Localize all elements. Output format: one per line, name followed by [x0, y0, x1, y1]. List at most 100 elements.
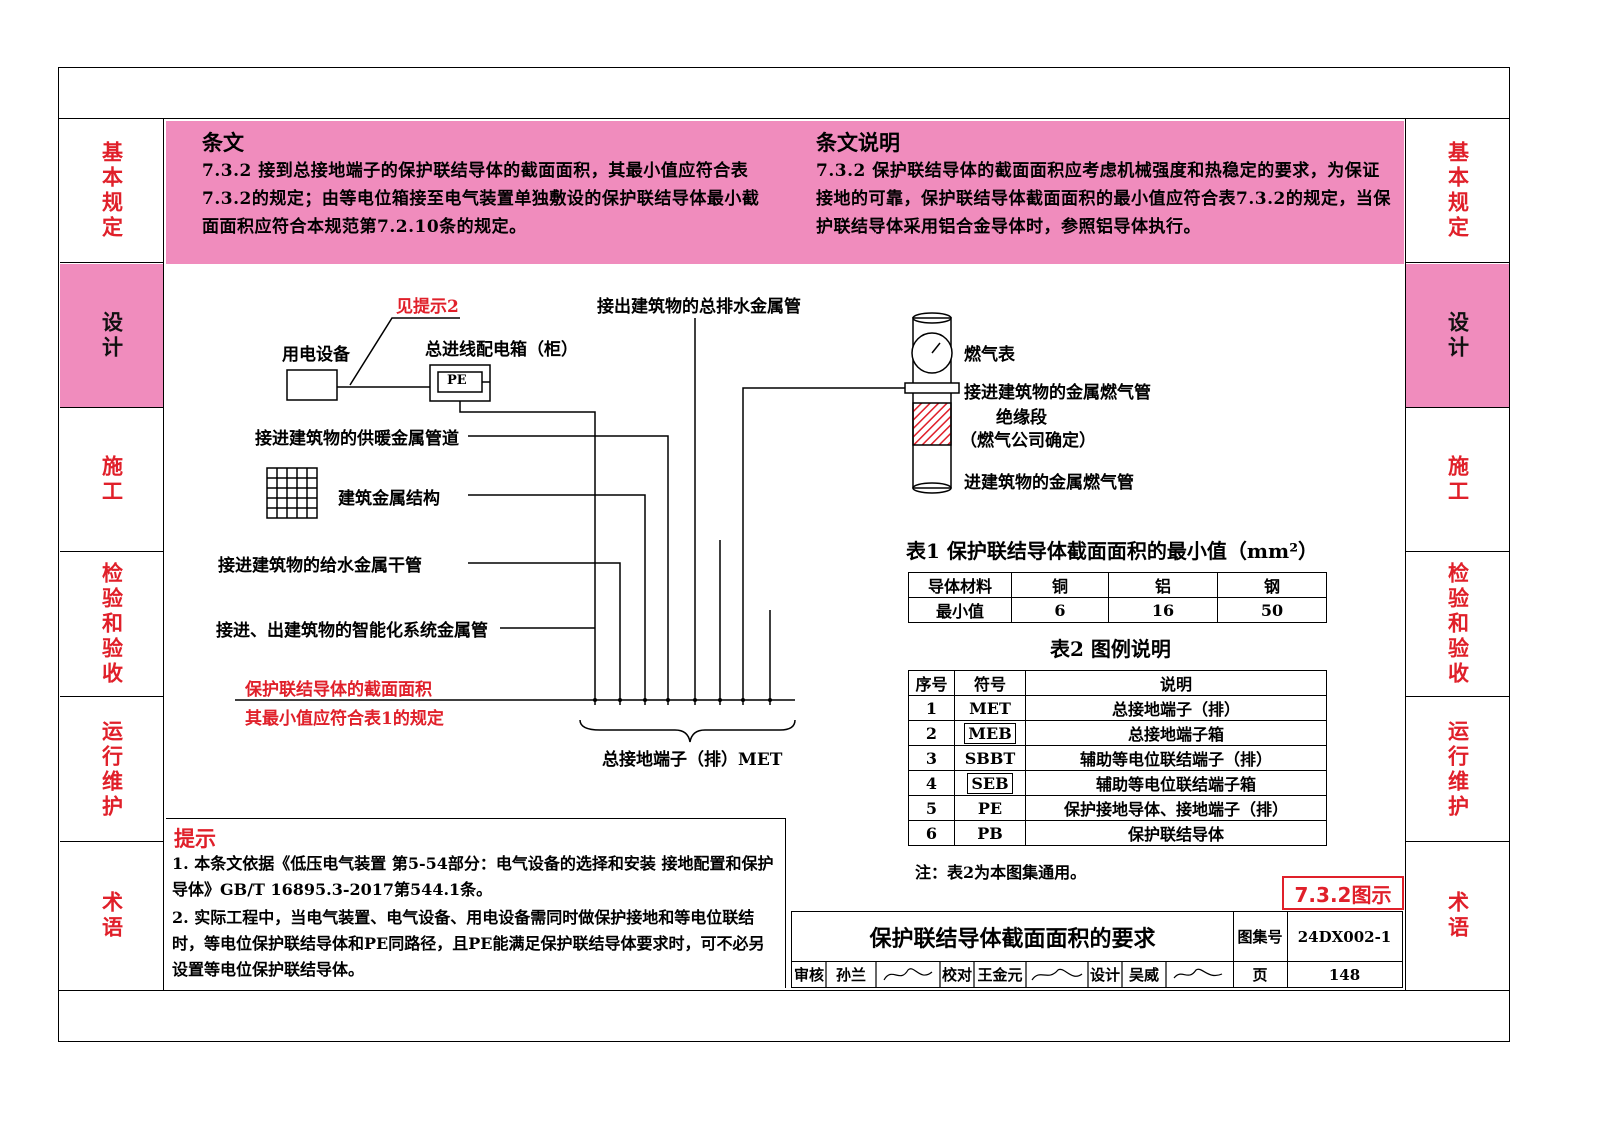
insulation-label: 绝缘段 [996, 408, 1047, 428]
met-label: 总接地端子（排）MET [602, 750, 783, 770]
atlas-number: 24DX002-1 [1297, 927, 1392, 946]
drawing-title: 保护联结导体截面面积的要求 [869, 925, 1156, 952]
tab-basic-rules-left[interactable]: 基本规定 [60, 120, 163, 263]
pe-label: PE [447, 373, 467, 388]
clause-text: 7.3.2 接到总接地端子的保护联结导体的截面面积，其最小值应符合表7.3.2的… [202, 161, 760, 237]
water-pipe-conductor [468, 562, 621, 705]
table1-cell: 6 [1011, 597, 1109, 623]
table2-header-cell: 符号 [954, 670, 1026, 696]
tab-construction-left[interactable]: 施工 [60, 409, 163, 552]
tab-basic-rules-right[interactable]: 基本规定 [1406, 120, 1509, 263]
red-note-1: 保护联结导体的截面面积 [245, 680, 432, 700]
left-rule [163, 118, 164, 991]
atlas-label: 图集号 [1237, 928, 1283, 946]
table1: 导体材料 铜 铝 钢 最小值 6 16 50 [908, 572, 1327, 623]
red-note-2: 其最小值应符合表1的规定 [245, 709, 444, 729]
table1-cell: 16 [1108, 597, 1218, 623]
right-rule [1405, 118, 1406, 991]
structure-conductor [468, 494, 646, 705]
design-label: 设计 [1089, 966, 1120, 984]
tab-design-right[interactable]: 设计 [1406, 264, 1509, 408]
tips-box: 提示 1. 本条文依据《低压电气装置 第5-54部分：电气设备的选择和安装 接地… [166, 818, 786, 988]
table2-row: 6 PB 保护联结导体 [908, 820, 1327, 846]
page-number: 148 [1328, 965, 1361, 984]
table2-row: 1 MET 总接地端子（排） [908, 695, 1327, 721]
page-label: 页 [1252, 966, 1268, 984]
checker-name: 王金元 [977, 966, 1023, 984]
gas-pipe-in-label: 接进建筑物的金属燃气管 [964, 383, 1151, 403]
reviewer-name: 孙兰 [835, 966, 866, 984]
table2-row: 5 PE 保护接地导体、接地端子（排） [908, 795, 1327, 821]
insulation-note: （燃气公司确定） [960, 431, 1096, 451]
equipment-label: 用电设备 [282, 345, 350, 365]
insulation-section [912, 402, 952, 446]
tab-operation-left[interactable]: 运行维护 [60, 698, 163, 842]
gas-meter-label: 燃气表 [964, 345, 1015, 365]
structure-label: 建筑金属结构 [338, 489, 440, 509]
structure-grid [266, 467, 318, 519]
smart-pipe-label: 接进、出建筑物的智能化系统金属管 [216, 621, 488, 641]
table1-cell: 最小值 [908, 597, 1012, 623]
checker-signature [1031, 968, 1083, 981]
heating-pipe-conductor [468, 435, 669, 705]
reviewer-signature [883, 968, 933, 981]
sheet-frame [58, 67, 1510, 1042]
check-label: 校对 [941, 966, 972, 984]
heating-pipe-label: 接进建筑物的供暖金属管道 [255, 429, 459, 449]
gas-pipe-bottom-label: 进建筑物的金属燃气管 [964, 473, 1134, 493]
table1-header-row: 导体材料 铜 铝 钢 [908, 572, 1327, 598]
equipment-box [286, 369, 338, 401]
table1-header-cell: 钢 [1217, 572, 1327, 598]
tab-inspection-right[interactable]: 检验和验收 [1406, 553, 1509, 697]
table2-header-cell: 说明 [1025, 670, 1327, 696]
clause-header-band: 条文 7.3.2 接到总接地端子的保护联结导体的截面面积，其最小值应符合表7.3… [166, 121, 1404, 264]
explanation-text: 7.3.2 保护联结导体的截面面积应考虑机械强度和热稳定的要求，为保证接地的可靠… [816, 161, 1391, 237]
boxed-symbol: SEB [967, 772, 1013, 794]
tab-terms-left[interactable]: 术语 [99, 891, 125, 941]
boxed-symbol: MEB [964, 722, 1016, 744]
designer-signature [1173, 968, 1223, 979]
see-tip-label: 见提示2 [396, 297, 459, 317]
main-board-label: 总进线配电箱（柜） [425, 340, 578, 360]
table1-cell: 50 [1217, 597, 1327, 623]
tips-title: 提示 [174, 826, 216, 851]
see-tip-leader [349, 317, 460, 386]
table2: 序号 符号 说明 1 MET 总接地端子（排） 2 MEB 总接地端子箱 3 S… [908, 670, 1327, 846]
tab-design-left[interactable]: 设计 [60, 264, 163, 408]
explanation-section: 条文说明 7.3.2 保护联结导体的截面面积应考虑机械强度和热稳定的要求，为保证… [816, 127, 1391, 241]
clause-title: 条文 [202, 130, 244, 155]
explanation-title: 条文说明 [816, 130, 900, 155]
water-pipe-label: 接进建筑物的给水金属干管 [218, 556, 422, 576]
table1-row: 最小值 6 16 50 [908, 597, 1327, 623]
tab-inspection-left[interactable]: 检验和验收 [60, 553, 163, 697]
drain-pipe-label: 接出建筑物的总排水金属管 [597, 297, 801, 317]
bottom-rule [58, 990, 1510, 991]
review-label: 审核 [793, 966, 824, 984]
top-rule [58, 118, 1510, 119]
tab-operation-right[interactable]: 运行维护 [1406, 698, 1509, 842]
table1-header-cell: 铜 [1011, 572, 1109, 598]
table1-header-cell: 铝 [1108, 572, 1218, 598]
designer-name: 吴威 [1128, 966, 1159, 984]
clause-section: 条文 7.3.2 接到总接地端子的保护联结导体的截面面积，其最小值应符合表7.3… [202, 127, 762, 241]
table2-header-cell: 序号 [908, 670, 955, 696]
table2-row: 2 MEB 总接地端子箱 [908, 720, 1327, 746]
table1-title: 表1 保护联结导体截面面积的最小值（mm²） [906, 539, 1318, 563]
table2-row: 3 SBBT 辅助等电位联结端子（排） [908, 745, 1327, 771]
sheet-tag: 7.3.2图示 [1282, 876, 1404, 910]
pe-conductor [459, 401, 596, 705]
tips-item-1: 1. 本条文依据《低压电气装置 第5-54部分：电气设备的选择和安装 接地配置和… [172, 854, 774, 899]
title-block: 保护联结导体截面面积的要求 图集号 24DX002-1 审核 孙兰 校对 王金元… [791, 911, 1403, 988]
tips-item-2: 2. 实际工程中，当电气装置、电气设备、用电设备需同时做保护接地和等电位联结时，… [172, 908, 765, 979]
tab-terms-right[interactable]: 术语 [1445, 891, 1471, 941]
signature-row [825, 962, 1223, 987]
table1-header-cell: 导体材料 [908, 572, 1012, 598]
tab-construction-right[interactable]: 施工 [1406, 409, 1509, 552]
table2-header-row: 序号 符号 说明 [908, 670, 1327, 696]
table2-row: 4 SEB 辅助等电位联结端子箱 [908, 770, 1327, 796]
gas-pipe-conductor [742, 387, 905, 705]
met-brace [579, 719, 796, 743]
table2-note: 注：表2为本图集通用。 [915, 863, 1087, 882]
table2-title: 表2 图例说明 [1050, 637, 1171, 661]
